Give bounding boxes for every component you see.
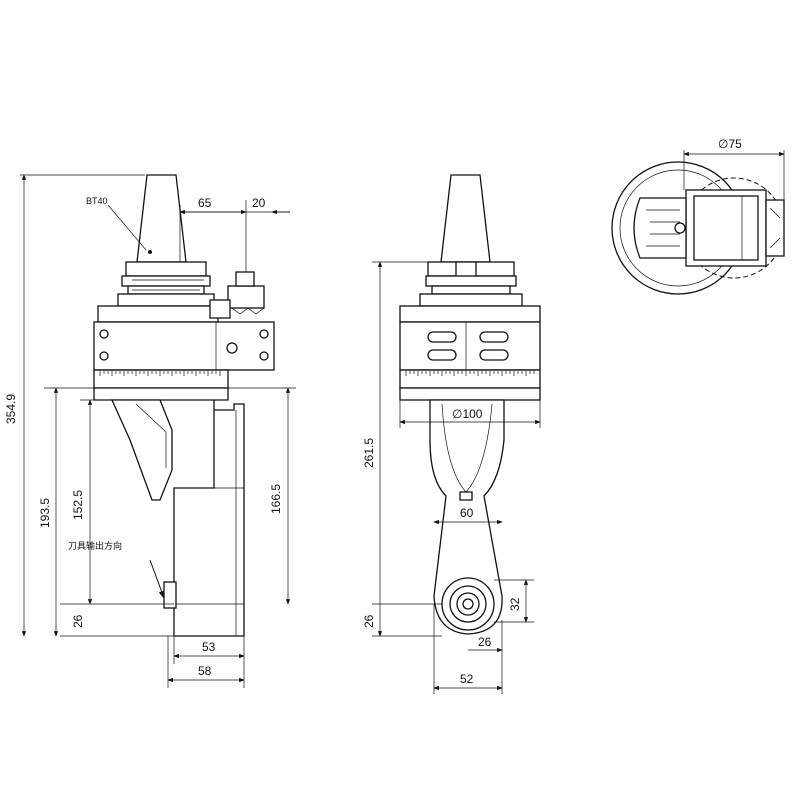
side-support-inner [135,403,167,468]
front-scale-ticks [405,370,535,376]
side-bolt-3 [259,329,269,339]
dim-354: 354.9 [4,394,18,424]
top-pivot [674,222,686,234]
front-collar-2 [425,275,517,287]
dim-26-front-left: 26 [362,614,376,628]
side-body-top [97,305,219,323]
side-adjuster-base [209,299,231,319]
dim-32: 32 [508,597,522,611]
front-view: 261.5 ∅100 60 26 32 26 52 [362,174,541,694]
dim-60: 60 [460,506,474,520]
direction-leader [149,559,165,599]
dim-100: ∅100 [452,407,483,421]
dim-52: 52 [460,672,474,686]
front-slot-4 [479,349,509,361]
dim-261: 261.5 [362,438,376,468]
side-screw [226,342,238,354]
front-slot-1 [427,331,457,343]
front-taper [440,174,491,263]
dim-53: 53 [202,640,216,654]
side-bolt-4 [259,351,269,361]
side-spring [231,307,265,315]
front-arm [429,399,505,635]
front-collar-3 [431,285,511,295]
bt40-leader [107,204,147,251]
side-taper-dot [148,250,152,254]
front-flange [419,293,523,307]
side-adjuster-knob [235,271,255,287]
front-body-top [399,305,541,323]
side-collar-lines [132,279,204,291]
side-lower-ring [93,387,229,401]
side-taper [136,174,187,263]
front-arm-tab [459,491,473,501]
dim-58: 58 [198,664,212,678]
dim-166: 166.5 [269,484,283,514]
side-flange [117,293,215,307]
dim-193: 193.5 [38,498,52,528]
side-support [110,399,173,501]
side-collar-2 [121,275,211,287]
top-fingers [633,197,687,259]
dim-65: 65 [198,196,212,210]
side-scale-ticks [99,370,221,376]
front-spindle-bore [462,598,474,610]
dim-20: 20 [252,196,266,210]
top-clamp-marks [769,207,781,249]
side-housing [93,321,275,371]
dim-26-side: 26 [71,614,85,628]
dim-75: ∅75 [718,137,742,151]
bt40-label: BT40 [86,196,108,206]
top-end-block [765,199,785,257]
top-housing-inner [693,195,759,261]
front-lower-ring [399,387,541,401]
top-finger-lines [646,209,680,247]
side-adjuster [227,285,265,309]
top-view: ∅75 [611,137,785,295]
side-bolt-2 [99,351,109,361]
dim-152: 152.5 [71,490,85,520]
front-slot-2 [427,349,457,361]
side-bolt-1 [99,329,109,339]
side-arm [173,400,245,637]
dim-26-front-right: 26 [478,635,492,649]
front-housing [399,321,541,371]
direction-label: 刀具输出方向 [68,540,122,551]
side-collar-1 [125,261,207,277]
side-view: 刀具输出方向 BT40 65 20 354.9 193.5 152.5 166.… [4,174,296,688]
front-slot-3 [479,331,509,343]
